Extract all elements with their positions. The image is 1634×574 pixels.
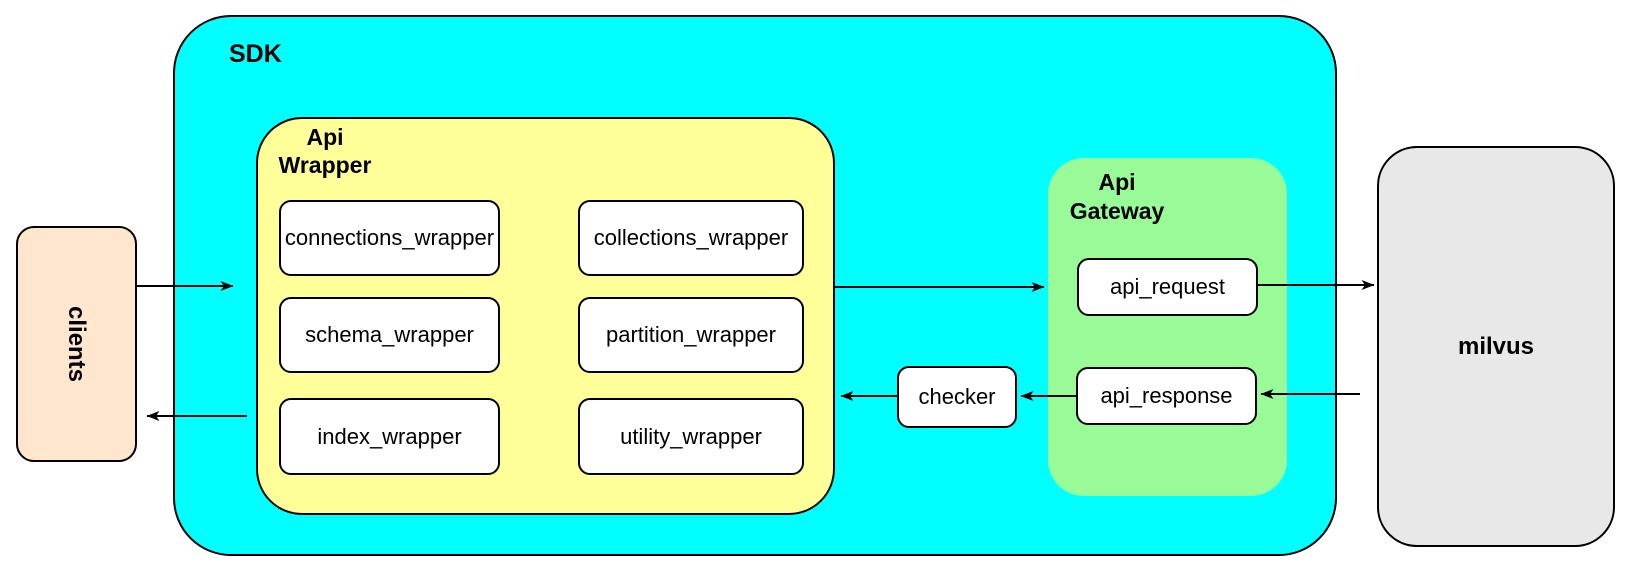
node-utility-wrapper: utility_wrapper — [578, 398, 804, 475]
node-connections-wrapper: connections_wrapper — [279, 200, 500, 276]
node-partition-wrapper: partition_wrapper — [578, 297, 804, 373]
node-checker: checker — [897, 366, 1017, 428]
node-collections-wrapper: collections_wrapper — [578, 200, 804, 276]
api-wrapper-container: Api Wrapper connections_wrapper collecti… — [256, 117, 835, 515]
api-wrapper-label-line1: Api — [306, 124, 344, 150]
api-gateway-label-line2: Gateway — [1069, 198, 1165, 224]
api-gateway-label: Api Gateway — [1052, 168, 1182, 226]
node-api-request: api_request — [1077, 258, 1258, 316]
clients-label: clients — [63, 305, 91, 383]
node-schema-wrapper: schema_wrapper — [279, 297, 500, 373]
sdk-label: SDK — [229, 40, 282, 68]
api-gateway-container: Api Gateway api_request api_response — [1048, 158, 1287, 496]
api-gateway-label-line1: Api — [1098, 169, 1136, 195]
api-wrapper-label: Api Wrapper — [258, 123, 392, 179]
node-index-wrapper: index_wrapper — [279, 398, 500, 475]
api-wrapper-label-line2: Wrapper — [278, 152, 372, 178]
node-milvus: milvus — [1377, 146, 1615, 547]
node-clients: clients — [16, 226, 137, 462]
node-api-response: api_response — [1076, 367, 1257, 425]
